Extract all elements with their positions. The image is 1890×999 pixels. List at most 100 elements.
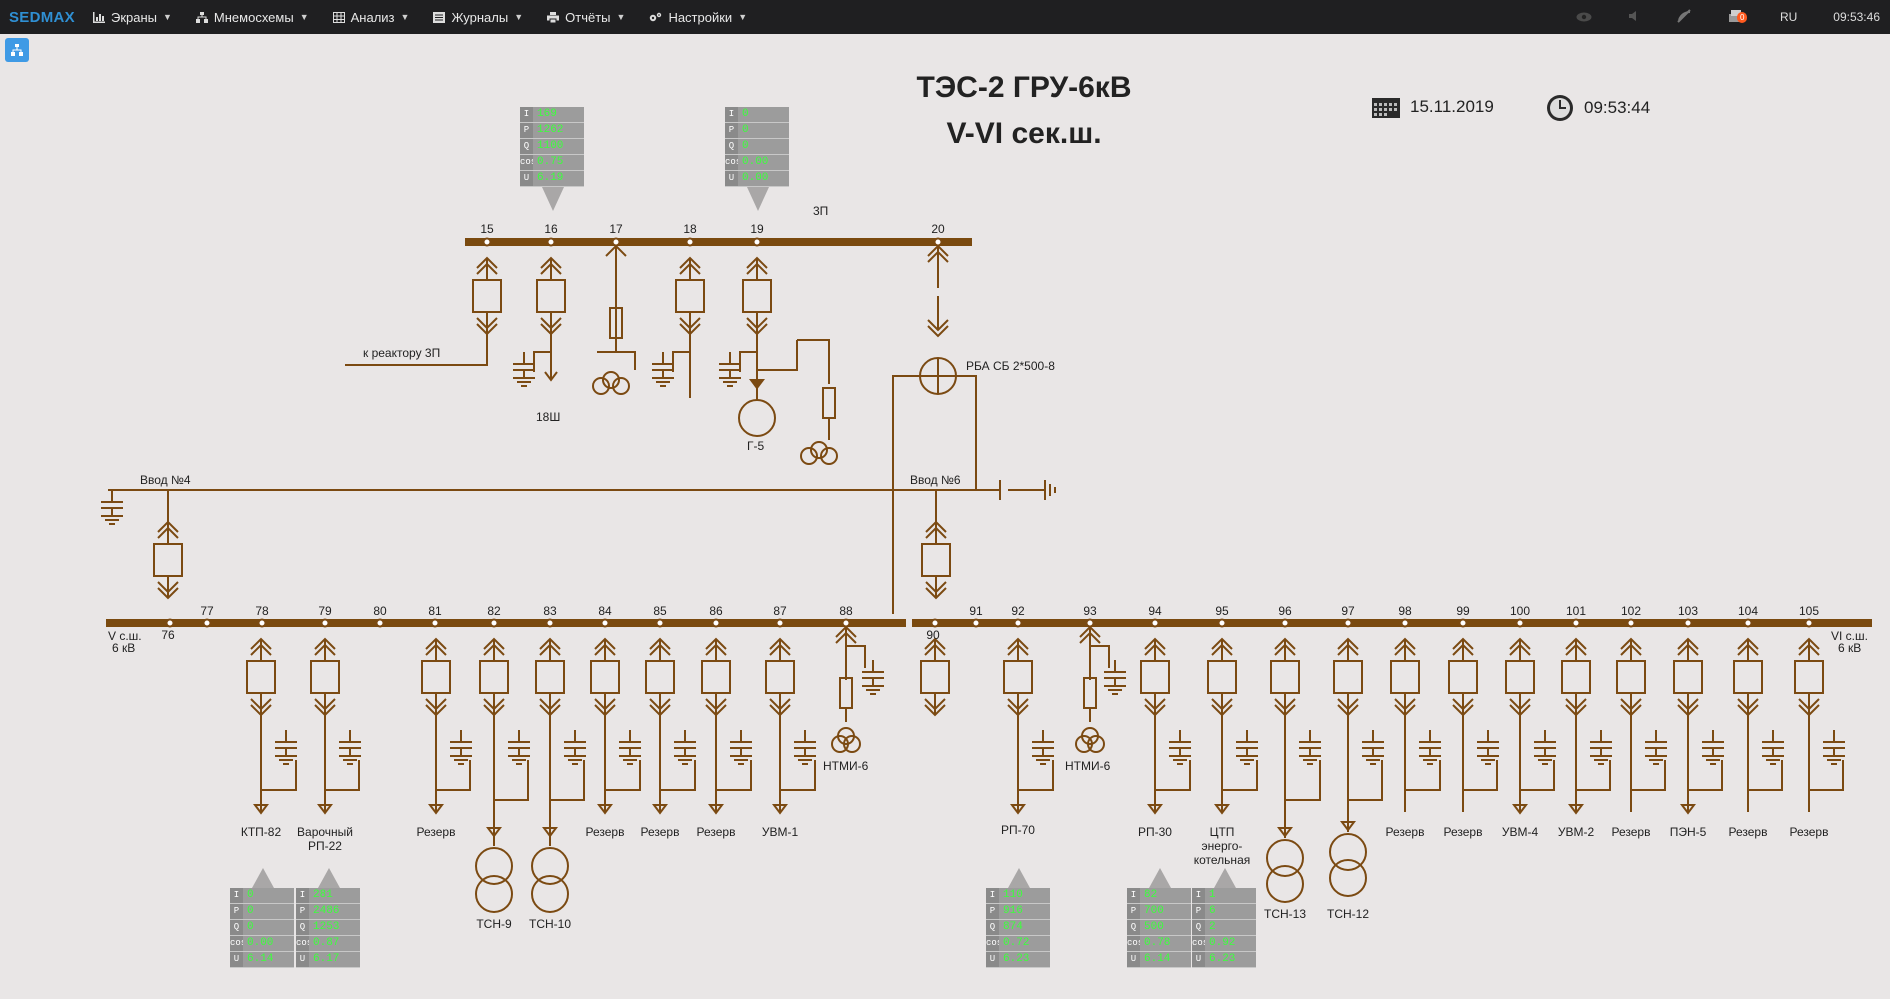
feeder-label: Резерв: [586, 825, 625, 839]
bottom-feeder-lines: [246, 625, 1846, 913]
section-v-bus: [106, 619, 906, 627]
meter-value: 82: [1140, 888, 1191, 903]
cell-number: 79: [318, 604, 332, 618]
calendar-icon: [1372, 98, 1400, 118]
cell-number: 95: [1215, 604, 1229, 618]
table-icon: [332, 11, 345, 23]
reactor-label: к реактору 3П: [363, 346, 440, 360]
meter-key: I: [725, 107, 738, 122]
rba-label: РБА СБ 2*500-8: [966, 359, 1055, 373]
menu-reports[interactable]: Отчёты▼: [547, 10, 625, 25]
chevron-down-icon: ▼: [738, 12, 748, 22]
cell-number: 92: [1011, 604, 1025, 618]
cell-number: 96: [1278, 604, 1292, 618]
notifications-button[interactable]: 0: [1728, 9, 1748, 26]
meter-key: U: [230, 952, 243, 967]
menu-label: Анализ: [350, 9, 395, 25]
feeder-label: РП-70: [1001, 823, 1035, 837]
meter-value: 0: [738, 139, 789, 154]
app-logo[interactable]: SEDMAX: [9, 8, 75, 26]
feeder-label: Резерв: [1612, 825, 1651, 839]
menu-analysis[interactable]: Анализ▼: [332, 9, 409, 25]
top-navbar: SEDMAX Экраны▼ Мнемосхемы▼ Анализ▼ Журна…: [0, 0, 1890, 34]
meter-value: 700: [1140, 904, 1191, 919]
cell-number: 19: [750, 222, 764, 236]
meter-value: 1100: [533, 139, 584, 154]
meter-value: 6.23: [1205, 952, 1256, 967]
date-text: 15.11.2019: [1410, 97, 1494, 116]
meter-value: 6.14: [1140, 952, 1191, 967]
meter-key: P: [230, 904, 243, 919]
menu-journals[interactable]: Журналы▼: [433, 10, 523, 25]
connection-off-icon[interactable]: [1676, 8, 1692, 26]
meter-value: 874: [999, 920, 1050, 935]
feeder-label: Резерв: [641, 825, 680, 839]
main-menu: Экраны▼ Мнемосхемы▼ Анализ▼ Журналы▼ Отч…: [92, 9, 747, 25]
menu-screens[interactable]: Экраны▼: [92, 10, 172, 25]
meter-value: 2: [1205, 920, 1256, 935]
section-vi-bus: [912, 619, 1872, 627]
feeder-label: РП-30: [1138, 825, 1172, 839]
meter-key: P: [986, 904, 999, 919]
feeder-label: Резерв: [1790, 825, 1829, 839]
cell-number: 85: [653, 604, 667, 618]
cell-number: 20: [931, 222, 945, 236]
meter-key: I: [230, 888, 243, 903]
top-feeders: [345, 237, 977, 614]
menu-settings[interactable]: Настройки ▼: [649, 10, 747, 25]
cell-number: 87: [773, 604, 787, 618]
meter-key: cos: [296, 936, 312, 951]
meter-value: 1: [1205, 888, 1256, 903]
journal-icon: [433, 11, 446, 23]
cell-number: 100: [1510, 604, 1530, 618]
meter-value: 2486: [309, 904, 360, 919]
cell-number: 97: [1341, 604, 1355, 618]
meter-key: I: [296, 888, 309, 903]
inbox-icon: [1728, 9, 1743, 22]
cell-number: 78: [255, 604, 269, 618]
title-line-1: ТЭС-2 ГРУ-6кВ: [916, 71, 1132, 104]
feeder-label: ТСН-13: [1264, 907, 1306, 921]
meter-key: P: [1192, 904, 1205, 919]
meter-key: I: [1192, 888, 1205, 903]
menu-label: Настройки: [668, 9, 733, 25]
cell-number: 103: [1678, 604, 1698, 618]
meter-value: 0.92: [1205, 936, 1256, 951]
time-text: 09:53:44: [1584, 98, 1651, 117]
meter-key: cos: [986, 936, 1002, 951]
meter-value: 1253: [309, 920, 360, 935]
meter-value: 0.78: [1140, 936, 1191, 951]
meter-key: U: [520, 171, 533, 186]
cell-number: 99: [1456, 604, 1470, 618]
sound-icon[interactable]: [1628, 10, 1640, 25]
eye-icon[interactable]: [1576, 10, 1592, 25]
menu-mnemo[interactable]: Мнемосхемы▼: [195, 10, 309, 25]
clock: 09:53:46: [1833, 10, 1880, 24]
sidebar-toggle-button[interactable]: [5, 38, 29, 62]
meter-key: cos: [1127, 936, 1143, 951]
feeder-label: КТП-82: [241, 825, 282, 839]
language-switch[interactable]: RU: [1779, 10, 1798, 24]
meter-key: cos: [1192, 936, 1208, 951]
meter-value: 281: [309, 888, 360, 903]
meter-key: I: [986, 888, 999, 903]
cell-number: 101: [1566, 604, 1586, 618]
